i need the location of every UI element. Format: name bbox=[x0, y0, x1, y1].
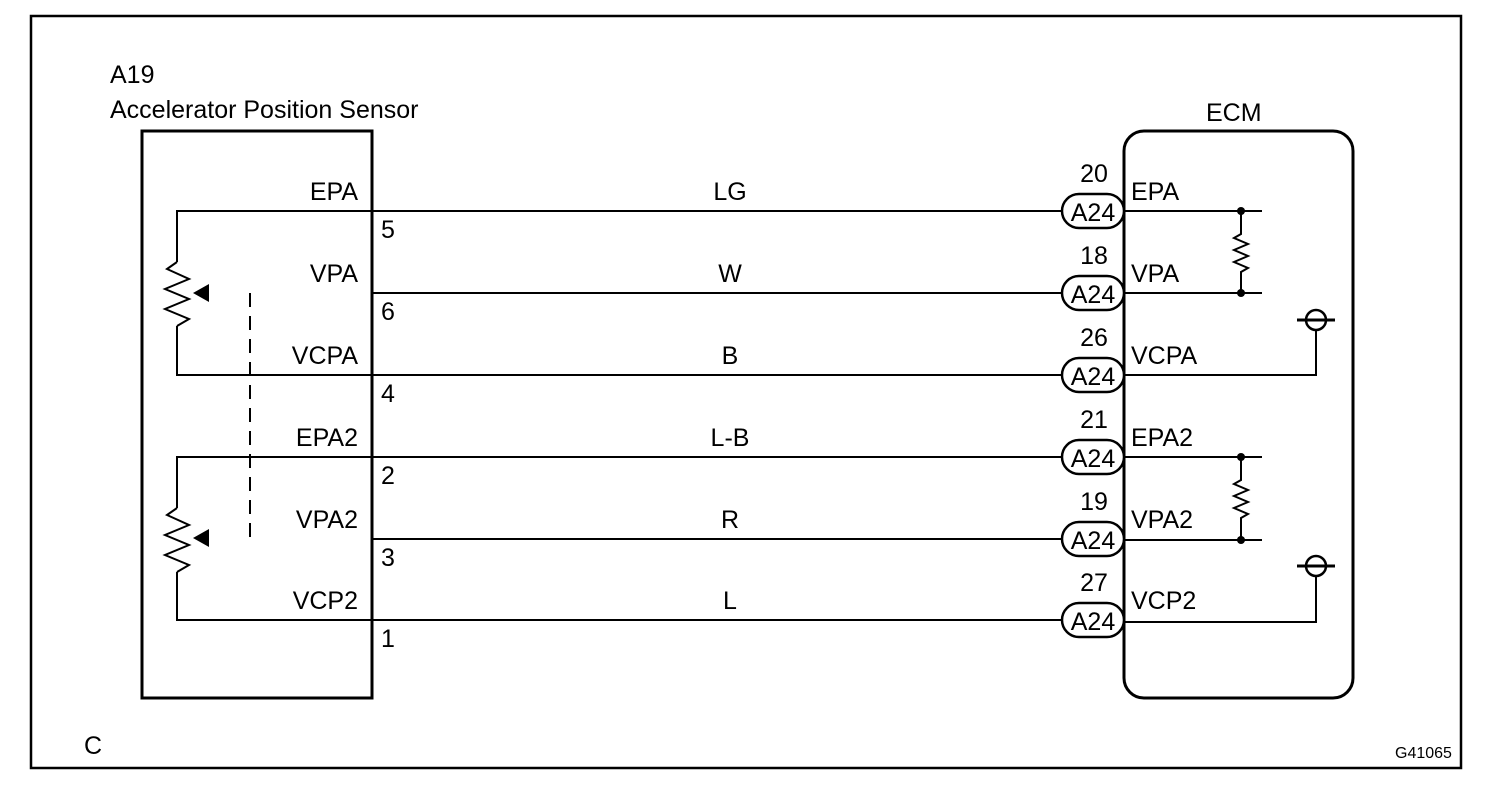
ecm-r1-node-bottom bbox=[1237, 289, 1245, 297]
ecm-pin-number: 19 bbox=[1080, 488, 1108, 516]
ecm-pin-number: 21 bbox=[1080, 406, 1108, 434]
connector-code-label: A24 bbox=[1071, 527, 1116, 555]
pot1-frame-wire bbox=[176, 210, 372, 262]
ecm-terminal-label: EPA2 bbox=[1131, 424, 1193, 452]
sensor-pin-number: 3 bbox=[381, 544, 395, 572]
connector-code-label: A24 bbox=[1071, 608, 1116, 636]
ecm-terminal-label: VCP2 bbox=[1131, 587, 1196, 615]
sensor-pin-number: 1 bbox=[381, 625, 395, 653]
wire-color-label: L bbox=[723, 587, 737, 615]
sensor-terminal-label: EPA2 bbox=[296, 424, 358, 452]
connector-code-label: A24 bbox=[1071, 445, 1116, 473]
ecm-supply-1 bbox=[1124, 308, 1335, 376]
ecm-pin-number: 18 bbox=[1080, 242, 1108, 270]
pot2-frame-wire bbox=[176, 456, 372, 508]
potentiometer-1 bbox=[162, 210, 372, 376]
ecm-terminal-label: VPA2 bbox=[1131, 506, 1193, 534]
footer-letter: C bbox=[84, 732, 102, 760]
ecm-r2-node-bottom bbox=[1237, 536, 1245, 544]
ecm-terminal-label: EPA bbox=[1131, 178, 1179, 206]
pot2-resistor bbox=[162, 507, 192, 573]
wire-color-label: LG bbox=[713, 178, 746, 206]
ecm-terminal-label: VCPA bbox=[1131, 342, 1198, 370]
ecm-terminal-label: VPA bbox=[1131, 260, 1179, 288]
potentiometer-2 bbox=[162, 456, 372, 621]
pot2-bottom-wire bbox=[176, 572, 372, 621]
sensor-pin-number: 4 bbox=[381, 380, 395, 408]
sensor-pin-number: 2 bbox=[381, 462, 395, 490]
ecm-r2-zigzag bbox=[1231, 457, 1251, 540]
ecm-r1-zigzag bbox=[1231, 211, 1251, 293]
sensor-name: Accelerator Position Sensor bbox=[110, 96, 418, 124]
pot1-resistor bbox=[162, 261, 192, 327]
wire-color-label: B bbox=[722, 342, 739, 370]
sensor-pin-number: 6 bbox=[381, 298, 395, 326]
ecm-label: ECM bbox=[1206, 99, 1262, 127]
diagram-frame bbox=[29, 14, 1463, 770]
ecm-resistor-2 bbox=[1124, 453, 1262, 544]
ecm-supply-1-wire bbox=[1124, 330, 1317, 376]
ecm-r1-node-top bbox=[1237, 207, 1245, 215]
sensor-terminal-label: VPA2 bbox=[296, 506, 358, 534]
pot1-wiper-arrow bbox=[193, 284, 209, 302]
ecm-box bbox=[1122, 129, 1355, 700]
ecm-pin-number: 26 bbox=[1080, 324, 1108, 352]
wire-color-label: R bbox=[721, 506, 739, 534]
figure-code: G41065 bbox=[1395, 745, 1452, 762]
pot2-wiper-arrow bbox=[193, 529, 209, 547]
wire-color-label: W bbox=[718, 260, 742, 288]
connector-code-label: A24 bbox=[1071, 281, 1116, 309]
sensor-terminal-label: EPA bbox=[310, 178, 358, 206]
sensor-terminal-label: VCPA bbox=[292, 342, 359, 370]
ecm-resistor-1 bbox=[1124, 207, 1262, 297]
wire-group: EPA5LG20A24EPAVPA6W18A24VPAVCPA4B26A24VC… bbox=[292, 160, 1198, 653]
connector-code-label: A24 bbox=[1071, 363, 1116, 391]
sensor-pin-number: 5 bbox=[381, 216, 395, 244]
sensor-code: A19 bbox=[110, 61, 154, 89]
connector-a24-oval bbox=[1060, 601, 1126, 639]
sensor-terminal-label: VCP2 bbox=[293, 587, 358, 615]
ecm-pin-number: 27 bbox=[1080, 569, 1108, 597]
sensor-box bbox=[140, 129, 374, 700]
ecm-pin-number: 20 bbox=[1080, 160, 1108, 188]
ecm-r2-node-top bbox=[1237, 453, 1245, 461]
ecm-supply-2-wire bbox=[1124, 575, 1317, 623]
ecm-supply-2 bbox=[1124, 554, 1335, 623]
wire-color-label: L-B bbox=[711, 424, 750, 452]
connector-code-label: A24 bbox=[1071, 199, 1116, 227]
pot1-bottom-wire bbox=[176, 326, 372, 376]
sensor-terminal-label: VPA bbox=[310, 260, 358, 288]
